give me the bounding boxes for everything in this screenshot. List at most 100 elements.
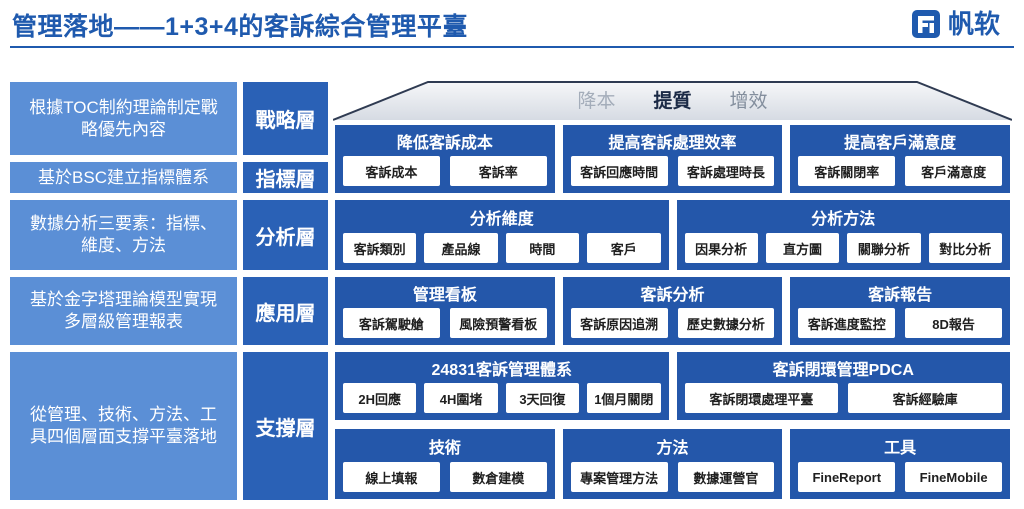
support-group: 客訴閉環管理PDCA 客訴閉環處理平臺 客訴經驗庫 [676,352,1010,420]
description-text: 基於金字塔理論模型實現多層級管理報表 [30,290,217,331]
support-items: 線上填報 數倉建模 [343,462,547,492]
brand-name: 帆软 [948,9,1001,39]
analysis-items: 因果分析 直方圖 關聯分析 對比分析 [684,233,1002,263]
application-item: 風險預警看板 [449,308,547,338]
description-text: 基於BSC建立指標體系 [38,167,209,187]
analysis-item: 直方圖 [765,233,840,263]
indicator-items: 客訴關閉率 客戶滿意度 [798,156,1003,186]
application-group: 客訴報告 客訴進度監控 8D報告 [790,277,1011,345]
application-group: 管理看板 客訴駕駛艙 風險預警看板 [335,277,555,345]
support-items: 專案管理方法 數據運營官 [570,462,775,492]
analysis-item: 因果分析 [684,233,758,263]
strategy-goal-title: 提高客戶滿意度 [844,134,957,152]
roof-shape [333,81,1012,121]
strategy-group: 提高客訴處理效率 客訴回應時間 客訴處理時長 [562,125,783,193]
analysis-item: 對比分析 [928,233,1002,263]
support-group: 技術 線上填報 數倉建模 [335,429,555,499]
support-system-row: 24831客訴管理體系 2H回應 4H圍堵 3天回復 1個月關閉 客訴閉環管理P… [335,352,1010,420]
analysis-row: 分析維度 客訴類別 產品線 時間 客戶 分析方法 因果分析 直方圖 關聯分析 對… [335,200,1010,270]
description-strategy: 根據TOC制約理論制定戰略優先內容 [10,82,237,155]
application-item: 8D報告 [905,308,1003,338]
support-item: 數據運營官 [677,462,775,492]
analysis-group-title: 分析維度 [469,210,534,228]
roof-word-cost: 降本 [577,91,616,112]
application-item: 客訴原因追溯 [570,308,668,338]
indicator-items: 客訴成本 客訴率 [343,156,547,186]
analysis-item: 產品線 [424,233,498,263]
support-item: 數倉建模 [449,462,547,492]
layer-application: 應用層 [243,277,328,345]
title-underline [10,46,1014,48]
support-group: 方法 專案管理方法 數據運營官 [562,429,783,499]
application-items: 客訴進度監控 8D報告 [798,308,1003,338]
indicator-items: 客訴回應時間 客訴處理時長 [570,156,775,186]
indicator-item: 客訴關閉率 [798,156,896,186]
analysis-group: 分析方法 因果分析 直方圖 關聯分析 對比分析 [676,200,1010,270]
layer-analysis: 分析層 [243,200,328,270]
roof-goals: 降本 提質 增效 [333,88,1012,116]
application-row: 管理看板 客訴駕駛艙 風險預警看板 客訴分析 客訴原因追溯 歷史數據分析 客訴報… [335,277,1011,345]
application-item: 客訴進度監控 [798,308,896,338]
layer-indicator: 指標層 [243,162,328,193]
strategy-goal-title: 降低客訴成本 [396,134,493,152]
analysis-group-title: 分析方法 [811,210,876,228]
application-items: 客訴原因追溯 歷史數據分析 [570,308,775,338]
analysis-item: 客戶 [587,233,661,263]
support-item: 客訴經驗庫 [848,383,1002,413]
layer-support: 支撐層 [243,352,328,500]
roof-word-efficiency: 增效 [729,91,768,112]
support-item: 4H圍堵 [424,383,498,413]
description-application: 基於金字塔理論模型實現多層級管理報表 [10,277,237,345]
support-group: 24831客訴管理體系 2H回應 4H圍堵 3天回復 1個月關閉 [335,352,669,420]
layer-strategy: 戰略層 [243,82,328,155]
support-group-title: 客訴閉環管理PDCA [772,361,914,379]
support-group-title: 工具 [884,439,917,457]
support-group-title: 24831客訴管理體系 [431,361,573,379]
strategy-roof: 降本 提質 增效 [333,81,1012,121]
support-items: 客訴閉環處理平臺 客訴經驗庫 [684,383,1002,413]
description-support: 從管理、技術、方法、工具四個層面支撐平臺落地 [10,352,237,500]
page-title: 管理落地——1+3+4的客訴綜合管理平臺 [12,13,468,41]
support-resource-row: 技術 線上填報 數倉建模 方法 專案管理方法 數據運營官 工具 FineRepo… [335,429,1011,499]
indicator-item: 客訴成本 [343,156,440,186]
analysis-item: 關聯分析 [847,233,921,263]
support-item: 1個月關閉 [587,383,661,413]
application-item: 歷史數據分析 [677,308,775,338]
strategy-group: 降低客訴成本 客訴成本 客訴率 [335,125,555,193]
analysis-item: 客訴類別 [343,233,417,263]
support-items: 2H回應 4H圍堵 3天回復 1個月關閉 [343,383,661,413]
support-group: 工具 FineReport FineMobile [790,429,1011,499]
description-text: 從管理、技術、方法、工具四個層面支撐平臺落地 [30,405,217,446]
support-item: 專案管理方法 [570,462,668,492]
application-items: 客訴駕駛艙 風險預警看板 [343,308,547,338]
strategy-indicator-row: 降低客訴成本 客訴成本 客訴率 提高客訴處理效率 客訴回應時間 客訴處理時長 提… [335,125,1011,193]
description-indicator: 基於BSC建立指標體系 [10,162,237,193]
support-items: FineReport FineMobile [798,462,1003,492]
description-text: 數據分析三要素：指標、維度、方法 [30,214,217,255]
support-group-title: 方法 [656,439,689,457]
description-analysis: 數據分析三要素：指標、維度、方法 [10,200,237,270]
fanruan-logo-icon [912,10,940,38]
analysis-group: 分析維度 客訴類別 產品線 時間 客戶 [335,200,669,270]
support-item: 2H回應 [343,383,417,413]
roof-word-quality: 提質 [653,91,692,112]
indicator-item: 客訴率 [449,156,547,186]
support-item: FineReport [798,462,896,492]
application-group-title: 管理看板 [412,286,477,304]
support-item: 3天回復 [505,383,580,413]
description-text: 根據TOC制約理論制定戰略優先內容 [29,97,218,139]
application-group-title: 客訴報告 [868,286,933,304]
support-item: 線上填報 [343,462,440,492]
support-item: FineMobile [905,462,1003,492]
support-item: 客訴閉環處理平臺 [684,383,839,413]
indicator-item: 客戶滿意度 [905,156,1003,186]
brand-logo: 帆软 [912,9,1000,39]
strategy-goal-title: 提高客訴處理效率 [608,134,737,152]
strategy-group: 提高客戶滿意度 客訴關閉率 客戶滿意度 [790,125,1011,193]
indicator-item: 客訴回應時間 [570,156,668,186]
application-item: 客訴駕駛艙 [343,308,440,338]
analysis-item: 時間 [505,233,580,263]
support-group-title: 技術 [428,439,461,457]
indicator-item: 客訴處理時長 [677,156,775,186]
application-group: 客訴分析 客訴原因追溯 歷史數據分析 [562,277,783,345]
